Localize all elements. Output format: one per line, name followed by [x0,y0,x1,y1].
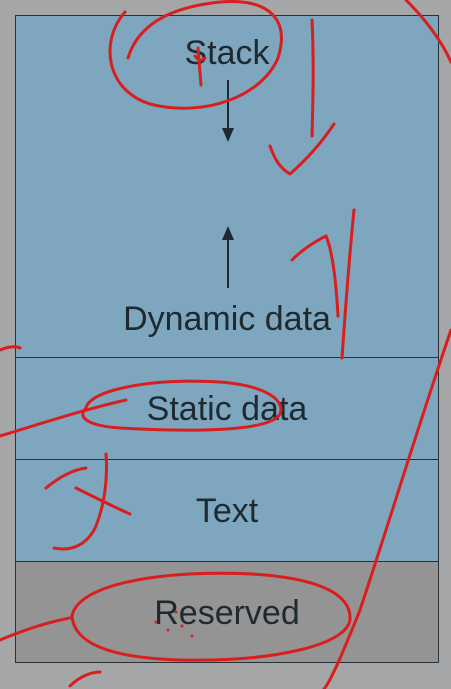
arrow-down-icon [222,80,234,142]
reserved-segment: Reserved [16,562,438,662]
static-data-label: Static data [146,390,308,428]
arrow-up-icon [222,226,234,288]
stack-dynamic-segment: Stack Dynamic data [16,16,438,358]
text-label: Text [195,492,259,530]
text-segment: Text [16,460,438,562]
dynamic-data-label: Dynamic data [123,300,331,338]
static-data-segment: Static data [16,358,438,460]
reserved-label: Reserved [154,594,300,632]
memory-layout-diagram: Stack Dynamic data Static data Text Rese… [15,15,439,663]
stack-label: Stack [184,34,270,72]
annotation-bottom-left-arc [68,670,102,688]
